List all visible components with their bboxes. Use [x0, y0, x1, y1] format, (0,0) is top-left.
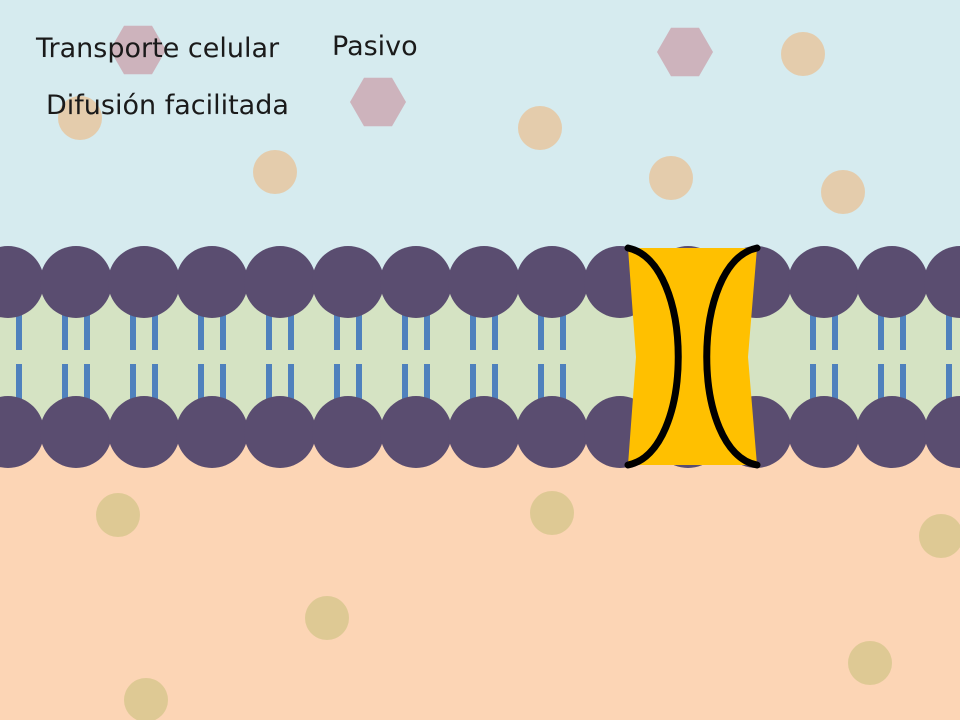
lipid-tail-icon [152, 300, 158, 350]
phospholipid-head-icon [176, 246, 248, 318]
lipid-tails [16, 300, 952, 414]
lipid-tail-icon [560, 300, 566, 350]
lipid-tail-icon [470, 364, 476, 414]
lipid-tail-icon [16, 300, 22, 350]
lipid-tail-icon [492, 300, 498, 350]
lipid-tail-icon [560, 364, 566, 414]
intracellular-region [0, 420, 960, 720]
lipid-tail-icon [84, 364, 90, 414]
lipid-tail-icon [16, 364, 22, 414]
lipid-tail-icon [878, 364, 884, 414]
lipid-tail-icon [62, 300, 68, 350]
hexagon-molecule-icon [657, 27, 713, 77]
phospholipid-head-icon [856, 396, 928, 468]
round-molecule-icon [58, 96, 102, 140]
lipid-tail-icon [198, 364, 204, 414]
phospholipid-head-icon [516, 246, 588, 318]
transport-mode-label: Pasivo [332, 31, 418, 62]
phospholipid-head-icon [108, 246, 180, 318]
lipid-tail-icon [356, 300, 362, 350]
round-molecule-icon [518, 106, 562, 150]
lipid-tail-icon [198, 300, 204, 350]
phospholipid-head-icon [788, 396, 860, 468]
phospholipid-head-icon [380, 396, 452, 468]
phospholipid-head-icon [312, 396, 384, 468]
phospholipid-head-icon [856, 246, 928, 318]
lipid-tail-icon [946, 364, 952, 414]
phospholipid-head-icon [40, 396, 112, 468]
lipid-tail-icon [878, 300, 884, 350]
phospholipid-head-icon [108, 396, 180, 468]
lipid-tail-icon [220, 300, 226, 350]
phospholipid-head-icon [0, 396, 44, 468]
lipid-tail-icon [130, 300, 136, 350]
round-molecule-icon [124, 678, 168, 720]
phospholipid-head-icon [244, 246, 316, 318]
lipid-tail-icon [266, 300, 272, 350]
phospholipid-head-icon [448, 396, 520, 468]
lipid-tail-icon [334, 300, 340, 350]
phospholipid-head-icon [924, 396, 960, 468]
round-molecule-icon [919, 514, 960, 558]
phospholipid-head-icon [176, 396, 248, 468]
round-molecule-icon [848, 641, 892, 685]
diagram-subtitle: Difusión facilitada [46, 90, 289, 121]
phospholipid-head-icon [924, 246, 960, 318]
lipid-tail-icon [832, 364, 838, 414]
phospholipid-head-icon [448, 246, 520, 318]
lipid-tail-icon [538, 364, 544, 414]
lipid-tail-icon [288, 300, 294, 350]
round-molecule-icon [253, 150, 297, 194]
lipid-tail-icon [62, 364, 68, 414]
round-molecule-icon [649, 156, 693, 200]
hexagon-molecule-icon [110, 25, 166, 75]
lipid-tail-icon [152, 364, 158, 414]
round-molecule-icon [781, 32, 825, 76]
lipid-tail-icon [900, 364, 906, 414]
phospholipid-head-icon [516, 396, 588, 468]
lipid-tail-icon [84, 300, 90, 350]
lipid-tail-icon [130, 364, 136, 414]
lipid-tail-icon [356, 364, 362, 414]
phospholipid-head-icon [0, 246, 44, 318]
lipid-tail-icon [810, 300, 816, 350]
lipid-tail-icon [402, 364, 408, 414]
lipid-tail-icon [288, 364, 294, 414]
phospholipid-head-icon [40, 246, 112, 318]
lipid-tail-icon [402, 300, 408, 350]
lipid-tail-icon [810, 364, 816, 414]
round-molecule-icon [821, 170, 865, 214]
lipid-tail-icon [424, 300, 430, 350]
round-molecule-icon [530, 491, 574, 535]
phospholipid-heads [0, 246, 960, 468]
channel-right-arc [703, 244, 761, 469]
diagram-title: Transporte celular [36, 33, 280, 64]
lipid-tail-icon [832, 300, 838, 350]
lipid-tail-icon [900, 300, 906, 350]
lipid-tail-icon [266, 364, 272, 414]
phospholipid-head-icon [244, 396, 316, 468]
round-molecule-icon [96, 493, 140, 537]
lipid-tail-icon [334, 364, 340, 414]
lipid-tail-icon [538, 300, 544, 350]
lipid-tail-icon [424, 364, 430, 414]
phospholipid-head-icon [380, 246, 452, 318]
molecules [58, 25, 960, 720]
channel-protein-icon [624, 244, 761, 469]
lipid-tail-icon [946, 300, 952, 350]
round-molecule-icon [305, 596, 349, 640]
phospholipid-head-icon [312, 246, 384, 318]
phospholipid-head-icon [788, 246, 860, 318]
hexagon-molecule-icon [350, 77, 406, 127]
lipid-tail-icon [492, 364, 498, 414]
channel-protein-body [628, 248, 757, 465]
lipid-tail-icon [470, 300, 476, 350]
channel-left-arc [624, 244, 682, 469]
lipid-tail-icon [220, 364, 226, 414]
